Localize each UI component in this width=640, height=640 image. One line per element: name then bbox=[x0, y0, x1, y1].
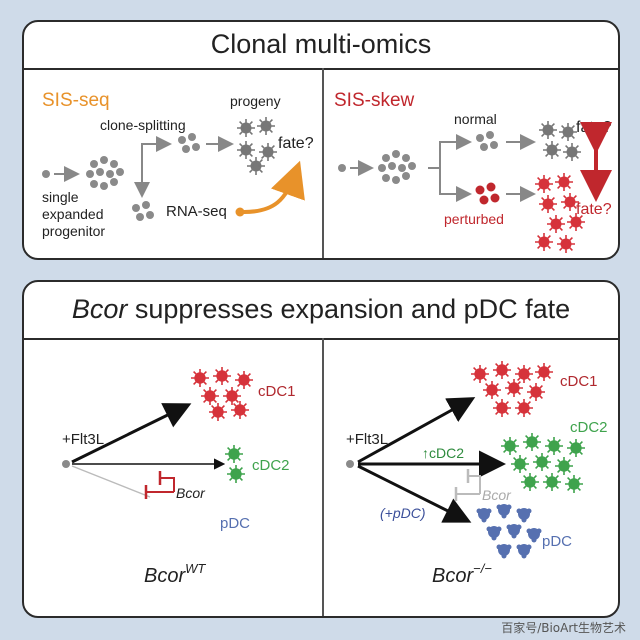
panel-divider bbox=[322, 68, 324, 258]
title-gene-name: Bcor bbox=[71, 294, 128, 324]
wt-pdc-weak-path bbox=[71, 465, 151, 498]
wt-cdc1-arrow bbox=[71, 403, 192, 464]
watermark: 百家号/BioArt生物艺术 bbox=[501, 621, 626, 635]
bcor-diagram: +Flt3L Bcor cDC1 cDC2 pDC BcorWT bbox=[62, 360, 608, 587]
wt-progenitor-cell bbox=[62, 460, 70, 468]
panel-divider-bottom bbox=[322, 338, 324, 616]
expanded-clone-cluster bbox=[86, 156, 124, 190]
wt-bcor-label: Bcor bbox=[176, 485, 206, 501]
label-fate-perturbed: fate? bbox=[576, 201, 612, 218]
normal-progeny-cells bbox=[538, 120, 582, 162]
split-cluster-culture bbox=[178, 133, 200, 153]
progeny-cells bbox=[236, 116, 278, 176]
label-progeny: progeny bbox=[230, 93, 281, 109]
skew-single-cell bbox=[338, 164, 346, 172]
ko-cdc2-label: cDC2 bbox=[570, 419, 608, 436]
perturbed-cluster bbox=[475, 182, 500, 205]
rna-seq-dot bbox=[235, 207, 245, 217]
ko-pdc-label: pDC bbox=[542, 533, 572, 550]
sis-skew-heading: SIS-skew bbox=[334, 90, 415, 111]
rna-seq-to-fate-arrow bbox=[243, 160, 305, 214]
wt-cdc1-label: cDC1 bbox=[258, 383, 296, 400]
label-normal: normal bbox=[454, 111, 497, 127]
wt-cdc1-cells bbox=[190, 366, 254, 422]
title-rest: suppresses expansion and pDC fate bbox=[127, 294, 571, 324]
ko-flt3l-label: +Flt3L bbox=[346, 431, 388, 448]
normal-cluster bbox=[476, 131, 498, 151]
label-fate-normal: fate? bbox=[576, 119, 612, 136]
label-rna-seq: RNA-seq bbox=[166, 203, 227, 220]
genotype-ko: Bcor−/− bbox=[432, 561, 492, 587]
single-cell bbox=[42, 170, 50, 178]
panel-title-bcor: Bcor suppresses expansion and pDC fate bbox=[24, 282, 618, 340]
split-cluster-sequenced bbox=[132, 201, 154, 221]
bcor-panel: Bcor suppresses expansion and pDC fate +… bbox=[22, 280, 620, 618]
clonal-diagram: SIS-seq single expanded progenitor clone… bbox=[42, 90, 612, 254]
ko-cdc1-label: cDC1 bbox=[560, 373, 598, 390]
ko-progenitor-cell bbox=[346, 460, 354, 468]
skew-expanded-clone bbox=[378, 150, 416, 184]
ko-bcor-label: Bcor bbox=[482, 487, 512, 503]
label-single: single bbox=[42, 189, 79, 205]
split-arrow-up bbox=[141, 136, 172, 172]
ko-cdc2-cells bbox=[500, 432, 586, 494]
label-fate-question: fate? bbox=[278, 135, 314, 152]
label-perturbed: perturbed bbox=[444, 211, 504, 227]
wt-bcor-inhibit-expansion bbox=[160, 477, 175, 492]
wt-flt3l-label: +Flt3L bbox=[62, 431, 104, 448]
ko-pdc-paren-label: (+pDC) bbox=[380, 505, 426, 521]
skew-split-arrow-down bbox=[439, 168, 472, 202]
wt-cdc2-cells bbox=[224, 444, 246, 484]
wt-pdc-label: pDC bbox=[220, 515, 250, 532]
panel-title-clonal: Clonal multi-omics bbox=[24, 22, 618, 70]
clonal-multiomics-panel: Clonal multi-omics SIS-seq bbox=[22, 20, 620, 260]
ko-cdc1-arrow bbox=[357, 397, 476, 464]
genotype-wt: BcorWT bbox=[144, 561, 206, 587]
ko-cdc1-cells bbox=[470, 360, 554, 418]
ko-pdc-cells bbox=[476, 504, 542, 559]
label-expanded: expanded bbox=[42, 206, 104, 222]
wt-cdc2-label: cDC2 bbox=[252, 457, 290, 474]
sis-seq-heading: SIS-seq bbox=[42, 90, 110, 111]
label-progenitor: progenitor bbox=[42, 223, 105, 239]
skew-split-arrow-up bbox=[428, 134, 472, 169]
ko-cdc2-up-label: ↑cDC2 bbox=[422, 445, 464, 461]
label-clone-splitting: clone-splitting bbox=[100, 117, 186, 133]
ko-pdc-arrow bbox=[357, 464, 472, 523]
